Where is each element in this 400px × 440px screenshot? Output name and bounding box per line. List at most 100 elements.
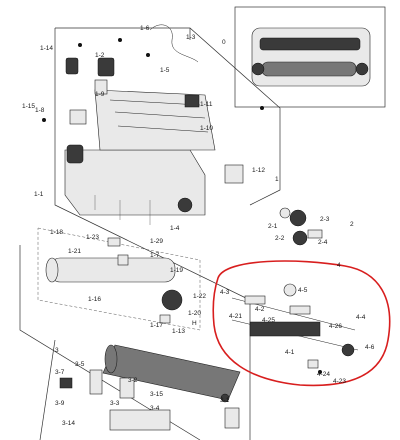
screw [146, 53, 150, 57]
gear-1-4 [177, 197, 193, 213]
callout-1-14: 1-14 [40, 45, 53, 52]
part-3-7 [59, 377, 73, 389]
callout-labels: 0 1 1-1 1-2 1-3 1-4 1-5 1-6 1-7 1-8 1-9 … [22, 25, 375, 427]
callout-1-10: 1-10 [200, 125, 213, 132]
screw [78, 43, 82, 47]
callout-2-3: 2-3 [320, 216, 330, 223]
callout-1-13: 1-13 [172, 328, 185, 335]
callout-1-19: 1-19 [170, 267, 183, 274]
callout-3-3: 3-3 [110, 400, 120, 407]
callout-2-1: 2-1 [268, 223, 278, 230]
callout-1-2: 1-2 [95, 52, 105, 59]
lever-3-5 [89, 369, 103, 395]
callout-1-4: 1-4 [170, 225, 180, 232]
assembled-right-gear [355, 62, 369, 76]
callout-1-21: 1-21 [68, 248, 81, 255]
callout-1-15: 1-15 [22, 103, 35, 110]
callout-1-20: 1-20 [188, 310, 201, 317]
holder-1-9 [94, 79, 108, 95]
callout-4-26: 4-26 [329, 323, 342, 330]
screws [42, 38, 322, 374]
roller-4-2b [289, 305, 311, 315]
callout-4-2: 4-2 [255, 306, 265, 313]
callout-2-4: 2-4 [318, 239, 328, 246]
assembled-fuser-body [251, 27, 371, 87]
exit-roller-assembly [231, 283, 359, 369]
spring-3-2 [119, 377, 135, 399]
pressure-roller-assembly [39, 339, 241, 440]
callout-4-25: 4-25 [262, 317, 275, 324]
screw [118, 38, 122, 42]
bushing-2-2 [307, 229, 323, 239]
callout-1-6: 1-6 [140, 25, 150, 32]
callout-1-12: 1-12 [252, 167, 265, 174]
callout-1-17: 1-17 [150, 322, 163, 329]
callout-4-3: 4-3 [220, 289, 230, 296]
roller-4-2 [244, 295, 266, 305]
callout-4-24: 4-24 [317, 371, 330, 378]
callout-3-2: 3-2 [128, 377, 138, 384]
callout-1-23: 1-23 [86, 234, 99, 241]
heat-roller-assembly [37, 227, 201, 331]
spring-3-2-right [224, 407, 240, 429]
callout-3-15: 3-15 [150, 391, 163, 398]
screw [318, 370, 322, 374]
main-frame-outline [19, 27, 281, 440]
callout-0: 0 [222, 39, 226, 46]
callout-4-21: 4-21 [229, 313, 242, 320]
bracket-4-5 [283, 283, 297, 297]
cover-1-12 [224, 164, 244, 184]
clip-4-24 [307, 359, 319, 369]
callout-1-1: 1-1 [34, 191, 44, 198]
highlight-ring [212, 260, 391, 387]
callout-1-29: 1-29 [150, 238, 163, 245]
sensor-1-2 [97, 57, 115, 77]
harness-1-6 [149, 24, 199, 63]
callout-4-6: 4-6 [365, 344, 375, 351]
frame-3-3 [109, 409, 171, 431]
callout-3-14: 3-14 [62, 420, 75, 427]
callout-3-7: 3-7 [55, 369, 65, 376]
callout-1-11: 1-11 [200, 101, 213, 108]
callout-1-3: 1-3 [186, 34, 196, 41]
assembled-unit-inset [234, 6, 386, 108]
roller-end [45, 257, 59, 283]
callout-3-1: 3-1 [220, 397, 230, 404]
callout-4-1: 4-1 [285, 349, 295, 356]
callout-3-9: 3-9 [55, 400, 65, 407]
drive-gear-1-22 [161, 289, 183, 311]
callout-3-4: 3-4 [150, 405, 160, 412]
assembled-roller [261, 61, 357, 77]
callout-1-7: 1-7 [150, 252, 160, 259]
bearing-1-20 [117, 254, 129, 266]
callout-4-5: 4-5 [298, 287, 308, 294]
screw [260, 106, 264, 110]
callout-2: 2 [350, 221, 354, 228]
bracket-1-11 [184, 94, 200, 108]
bushing-3-1 [220, 393, 230, 403]
callout-1-5: 1-5 [160, 67, 170, 74]
gear-4-6 [341, 343, 355, 357]
bracket-1-29 [107, 237, 121, 247]
gear-2-1 [279, 207, 291, 219]
guide-4-1 [249, 321, 321, 337]
callout-1-9: 1-9 [95, 91, 105, 98]
gear-2-3 [289, 209, 307, 227]
callout-1-16: 1-16 [88, 296, 101, 303]
upper-housing-assembly [64, 24, 244, 225]
bracket-1-14 [65, 57, 79, 75]
callout-4: 4 [337, 262, 341, 269]
callout-3: 3 [55, 347, 59, 354]
callout-1-8: 1-8 [35, 107, 45, 114]
callout-1-22: 1-22 [193, 293, 206, 300]
assembled-top-cover [259, 37, 361, 51]
end-cap-1-1 [66, 144, 84, 164]
assembled-left-gear [251, 62, 265, 76]
callout-3-5: 3-5 [75, 361, 85, 368]
bush-1-17 [159, 314, 171, 324]
heat-roller-1-16 [49, 257, 176, 283]
screw [42, 118, 46, 122]
callout-H: H [192, 320, 197, 327]
